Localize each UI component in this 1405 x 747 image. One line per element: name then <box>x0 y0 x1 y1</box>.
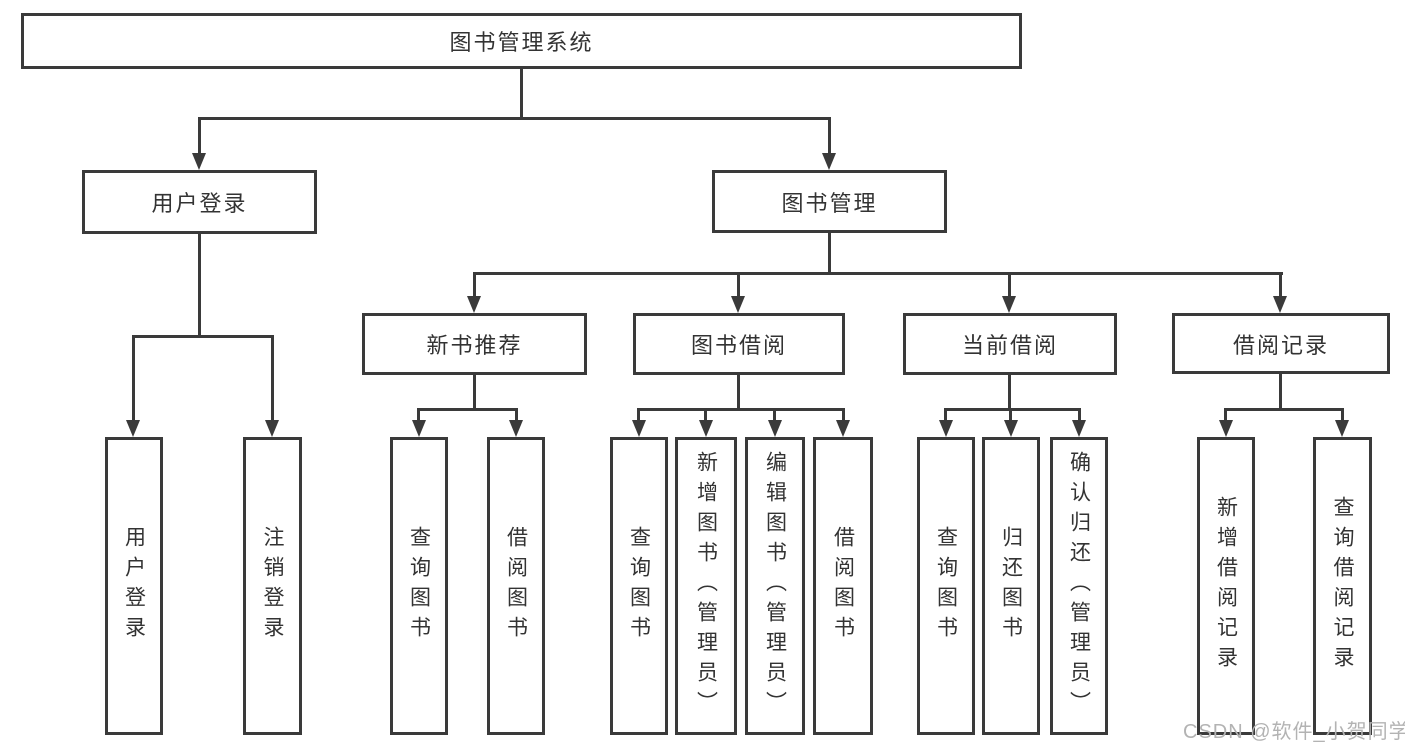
connector-userlogin-bar <box>132 335 274 338</box>
arrow-down-icon <box>1002 296 1016 313</box>
connector-bookborrow-stem <box>737 375 740 411</box>
connector-drop <box>1008 272 1011 297</box>
leaf-return-book: 归还图书 <box>982 437 1040 735</box>
node-borrow-record: 借阅记录 <box>1172 313 1390 374</box>
node-user-login: 用户登录 <box>82 170 317 234</box>
arrow-down-icon <box>265 420 279 437</box>
connector-drop <box>1224 408 1227 421</box>
arrow-down-icon <box>1335 420 1349 437</box>
arrow-down-icon <box>1219 420 1233 437</box>
arrow-down-icon <box>509 420 523 437</box>
leaf-add-book-admin: 新增图书（管理员） <box>675 437 737 735</box>
leaf-add-borrow-record: 新增借阅记录 <box>1197 437 1255 735</box>
connector-drop <box>637 408 640 421</box>
connector-drop <box>1279 272 1282 297</box>
connector-stem-user-login <box>198 117 201 154</box>
arrow-down-icon <box>699 420 713 437</box>
node-new-book-recommend: 新书推荐 <box>362 313 587 375</box>
connector-drop <box>417 408 420 421</box>
node-book-borrow: 图书借阅 <box>633 313 845 375</box>
leaf-query-borrow-record: 查询借阅记录 <box>1313 437 1372 735</box>
csdn-watermark: CSDN @软件_小贺同学 <box>1183 721 1405 743</box>
connector-userlogin-stem <box>198 234 201 338</box>
arrow-down-icon <box>1072 420 1086 437</box>
arrow-down-icon <box>822 153 836 170</box>
connector-drop <box>842 408 845 421</box>
connector-newbook-stem <box>473 375 476 411</box>
connector-drop <box>1341 408 1344 421</box>
node-current-borrow: 当前借阅 <box>903 313 1117 375</box>
arrow-down-icon <box>1273 296 1287 313</box>
connector-drop <box>271 335 274 421</box>
connector-drop <box>944 408 947 421</box>
connector-drop <box>1078 408 1081 421</box>
arrow-down-icon <box>768 420 782 437</box>
connector-level2-bar <box>198 117 831 120</box>
connector-stem-book-mgmt <box>828 117 831 154</box>
connector-borrowrecord-stem <box>1279 374 1282 411</box>
arrow-down-icon <box>192 153 206 170</box>
connector-newbook-bar <box>417 408 518 411</box>
connector-drop <box>773 408 776 421</box>
arrow-down-icon <box>939 420 953 437</box>
node-book-management: 图书管理 <box>712 170 947 233</box>
arrow-down-icon <box>632 420 646 437</box>
connector-drop <box>737 272 740 297</box>
leaf-borrow-book: 借阅图书 <box>487 437 545 735</box>
arrow-down-icon <box>126 420 140 437</box>
leaf-edit-book-admin: 编辑图书（管理员） <box>745 437 805 735</box>
connector-level3-bar <box>473 272 1283 275</box>
leaf-query-book: 查询图书 <box>610 437 668 735</box>
connector-currentborrow-stem <box>1008 375 1011 411</box>
node-root-system: 图书管理系统 <box>21 13 1022 69</box>
arrow-down-icon <box>412 420 426 437</box>
leaf-borrow-book: 借阅图书 <box>813 437 873 735</box>
connector-root-stem <box>520 69 523 120</box>
leaf-logout: 注销登录 <box>243 437 302 735</box>
connector-borrowrecord-bar <box>1224 408 1344 411</box>
arrow-down-icon <box>731 296 745 313</box>
leaf-query-book: 查询图书 <box>917 437 975 735</box>
connector-drop <box>1009 408 1012 421</box>
leaf-user-login: 用户登录 <box>105 437 163 735</box>
connector-drop <box>132 335 135 421</box>
leaf-confirm-return-admin: 确认归还（管理员） <box>1050 437 1108 735</box>
connector-drop <box>704 408 707 421</box>
connector-drop <box>473 272 476 297</box>
arrow-down-icon <box>1004 420 1018 437</box>
connector-drop <box>515 408 518 421</box>
arrow-down-icon <box>467 296 481 313</box>
connector-bookborrow-bar <box>637 408 845 411</box>
leaf-query-book: 查询图书 <box>390 437 448 735</box>
connector-bookmgmt-stem <box>828 233 831 275</box>
arrow-down-icon <box>836 420 850 437</box>
connector-currentborrow-bar <box>944 408 1081 411</box>
